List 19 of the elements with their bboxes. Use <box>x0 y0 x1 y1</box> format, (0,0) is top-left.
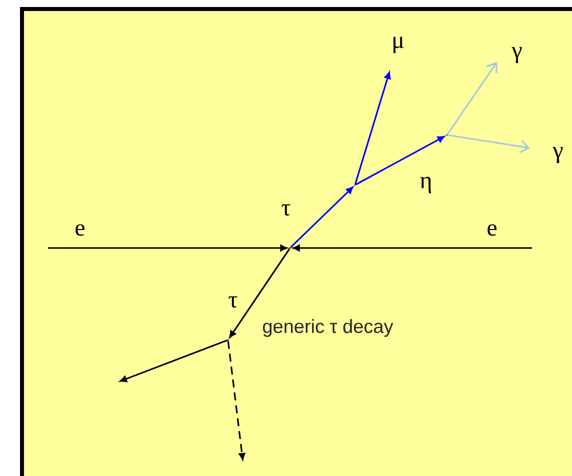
particle-label: τ <box>280 203 292 217</box>
arrow <box>227 340 246 460</box>
arrow <box>446 62 498 135</box>
arrow <box>354 72 391 184</box>
arrow <box>448 134 530 154</box>
particle-label: γ <box>510 46 524 64</box>
arrow <box>292 244 532 252</box>
particle-label: γ <box>552 146 564 164</box>
arrow <box>290 186 354 248</box>
particle-label: η <box>418 176 434 194</box>
particle-label: μ <box>390 36 406 54</box>
particle-label: τ <box>227 295 239 309</box>
arrow <box>229 248 290 338</box>
arrow <box>355 136 445 186</box>
arrow <box>48 244 288 252</box>
annotation-text: generic τ decay <box>263 319 394 337</box>
particle-label: e <box>74 223 86 237</box>
particle-label: e <box>486 223 498 237</box>
arrow <box>120 340 228 382</box>
